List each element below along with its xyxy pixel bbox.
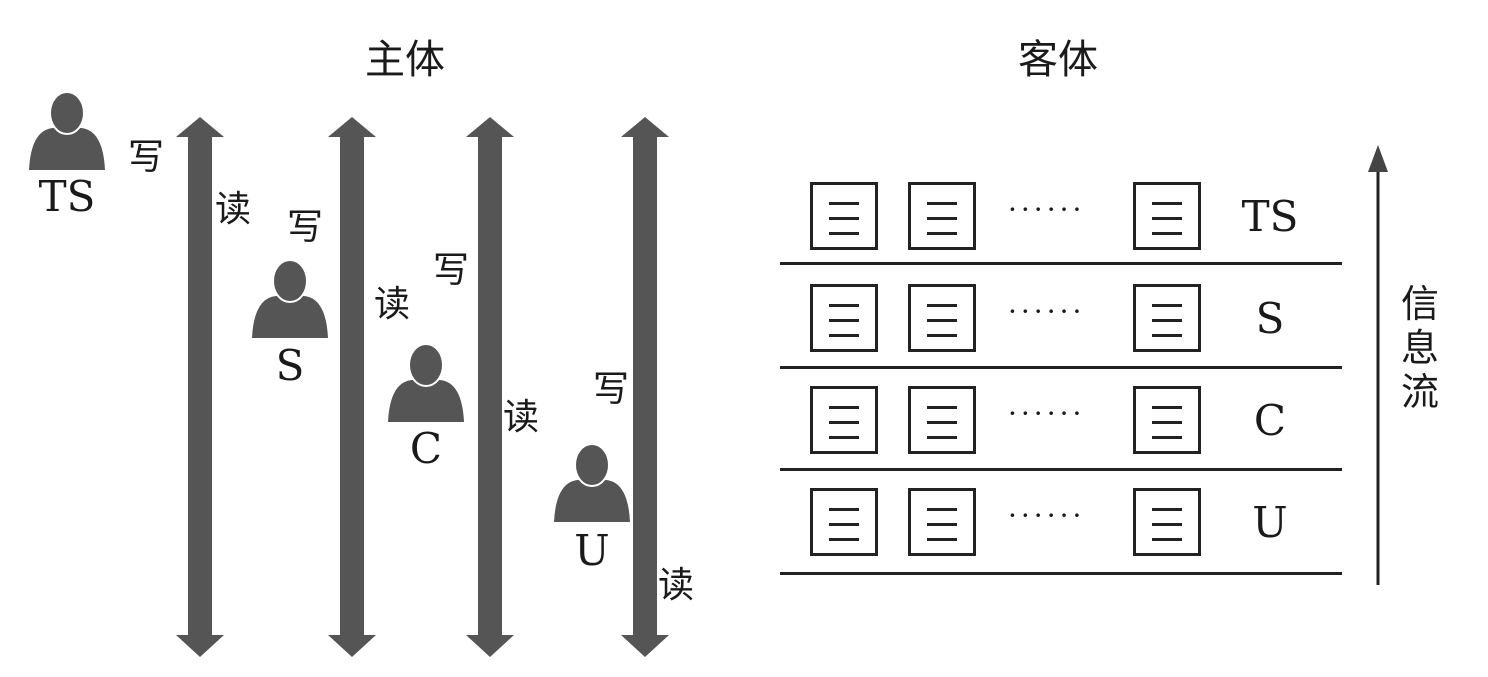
- document-icon: [1133, 284, 1201, 352]
- info-flow-char: 息: [1400, 326, 1439, 370]
- divider-line: [780, 468, 1342, 471]
- document-icon: [1133, 386, 1201, 454]
- divider-line: [780, 262, 1342, 265]
- ellipsis: ······: [1008, 295, 1086, 328]
- document-icon: [908, 488, 976, 556]
- ellipsis: ······: [1008, 397, 1086, 430]
- object-level-label: TS: [1241, 192, 1299, 241]
- person-icon: [388, 343, 464, 422]
- divider-line: [780, 572, 1342, 575]
- double-arrow-icon: [621, 117, 669, 657]
- read-label: 读: [658, 565, 695, 606]
- document-icon: [810, 386, 878, 454]
- divider-line: [780, 366, 1342, 369]
- document-icon: [810, 284, 878, 352]
- object-title: 客体: [1018, 37, 1098, 83]
- write-label: 写: [128, 137, 165, 178]
- subject-level-label: C: [409, 424, 443, 473]
- info-flow-label: 信 息 流: [1398, 282, 1442, 414]
- person-icon: [554, 443, 630, 522]
- document-icon: [1133, 488, 1201, 556]
- object-level-label: U: [1252, 498, 1288, 547]
- person-icon: [252, 259, 328, 338]
- double-arrow-icon: [328, 117, 376, 657]
- document-icon: [908, 284, 976, 352]
- person-icon: [29, 91, 105, 170]
- subject-title: 主体: [365, 37, 445, 83]
- document-icon: [810, 182, 878, 250]
- read-label: 读: [215, 189, 252, 230]
- info-flow-char: 信: [1400, 282, 1439, 326]
- info-flow-char: 流: [1400, 370, 1439, 414]
- info-flow-arrow-icon: [1368, 145, 1388, 585]
- subject-level-label: S: [275, 341, 305, 390]
- read-label: 读: [503, 397, 540, 438]
- double-arrow-icon: [176, 117, 224, 657]
- object-level-label: C: [1253, 396, 1287, 445]
- document-icon: [810, 488, 878, 556]
- object-level-label: S: [1255, 294, 1285, 343]
- double-arrow-icon: [466, 117, 514, 657]
- read-label: 读: [374, 284, 411, 325]
- document-icon: [1133, 182, 1201, 250]
- ellipsis: ······: [1008, 193, 1086, 226]
- write-label: 写: [433, 250, 470, 291]
- subject-level-label: TS: [38, 172, 96, 221]
- ellipsis: ······: [1008, 499, 1086, 532]
- document-icon: [908, 386, 976, 454]
- document-icon: [908, 182, 976, 250]
- write-label: 写: [593, 369, 630, 410]
- write-label: 写: [287, 207, 324, 248]
- subject-level-label: U: [574, 526, 610, 575]
